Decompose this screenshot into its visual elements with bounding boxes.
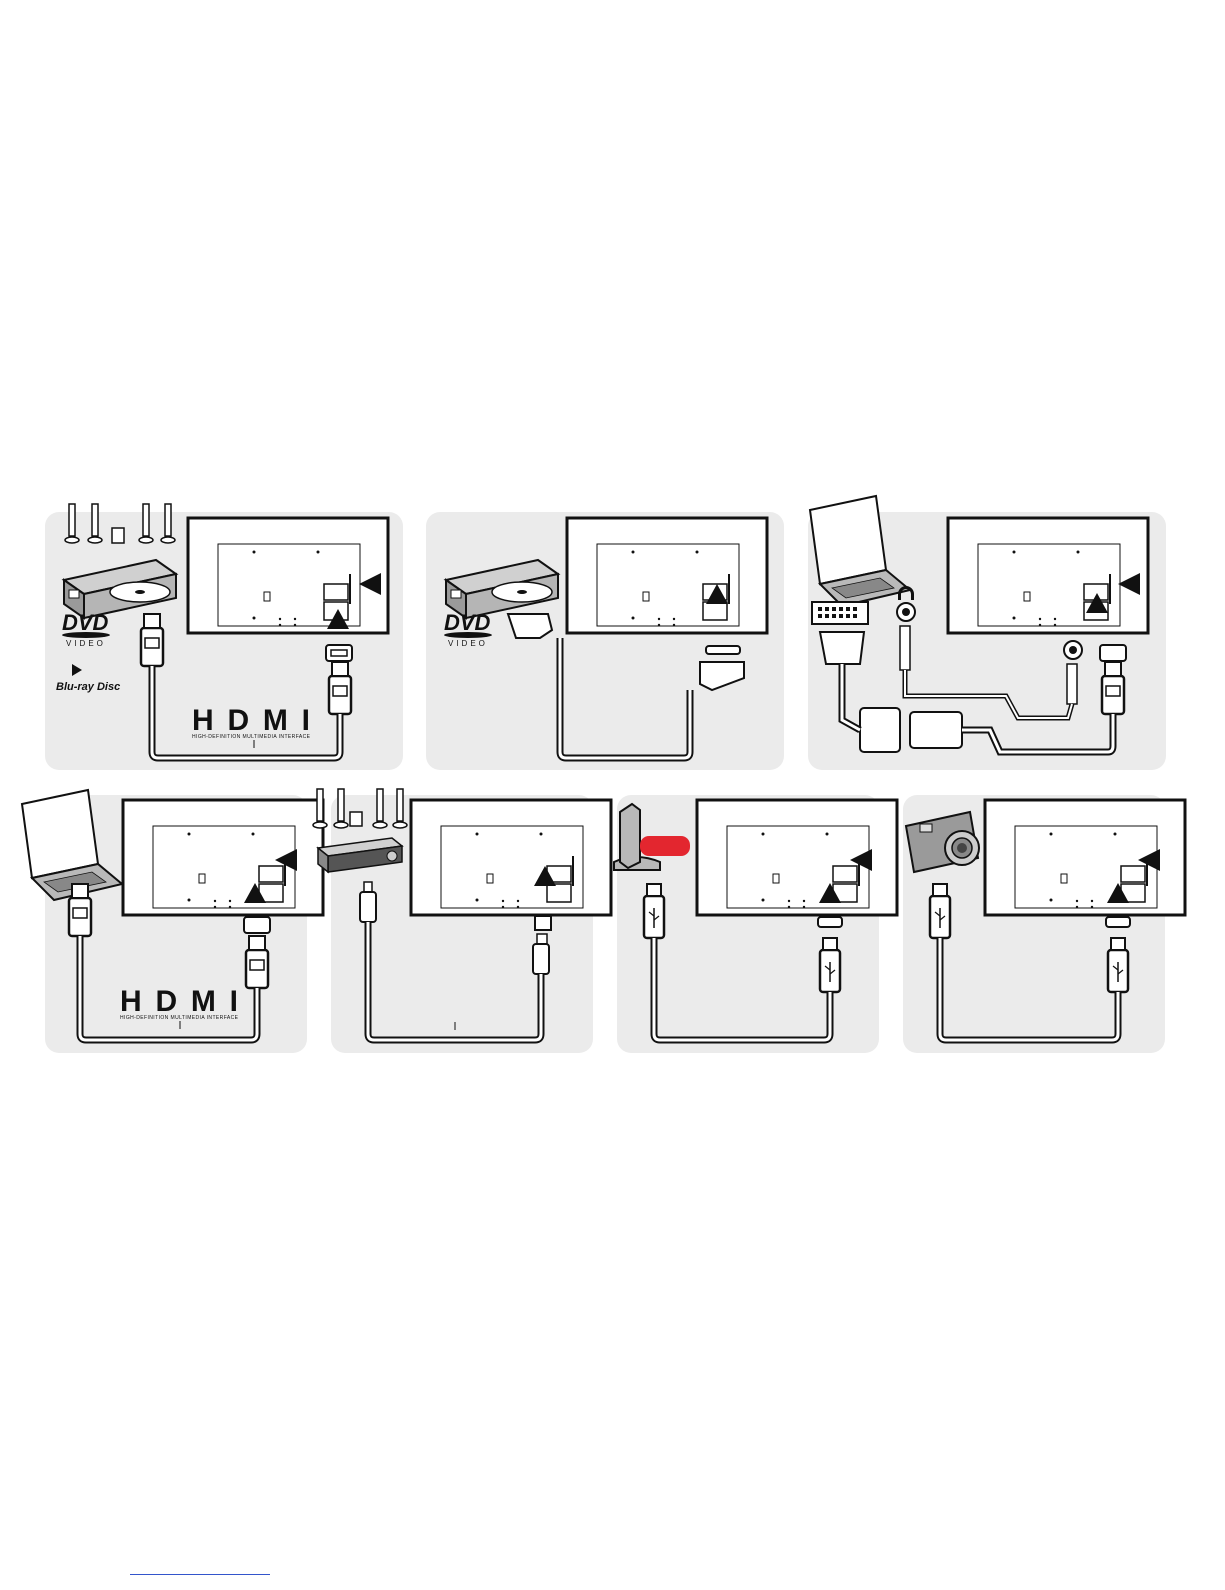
- panel-hdmi-laptop: HDMI HIGH-DEFINITION MULTIMEDIA INTERFAC…: [22, 790, 323, 1053]
- panel-vga-pc: [808, 496, 1166, 770]
- usb-plug-icon: [644, 884, 664, 938]
- dvd-logo: DVD: [444, 610, 491, 635]
- dvd-logo: DVD: [62, 610, 109, 635]
- dvd-logo-sub: VIDEO: [66, 639, 106, 648]
- panel-usb-drive: [614, 795, 897, 1053]
- usb-plug-icon: [930, 884, 950, 938]
- hdmi-plug-icon: [69, 884, 91, 936]
- panel-optical-audio: [313, 789, 611, 1053]
- dvd-logo-sub: VIDEO: [448, 639, 488, 648]
- hdmi-logo-sub: HIGH-DEFINITION MULTIMEDIA INTERFACE: [192, 734, 311, 740]
- panel-hdmi-dvd: DVD VIDEO Blu-ray Disc HDMI HIGH-DEFINIT…: [45, 504, 403, 770]
- panel-usb-camera: [903, 795, 1185, 1053]
- hdmi-plug-icon: [141, 614, 163, 666]
- panel-scart-dvd: DVD VIDEO: [426, 512, 784, 770]
- footer-rule: [130, 1574, 270, 1575]
- scart-plug-icon: [508, 614, 552, 638]
- vga-port-icon: [812, 602, 868, 624]
- hdmi-logo-sub: HIGH-DEFINITION MULTIMEDIA INTERFACE: [120, 1015, 239, 1021]
- bluray-logo: Blu-ray Disc: [56, 681, 120, 693]
